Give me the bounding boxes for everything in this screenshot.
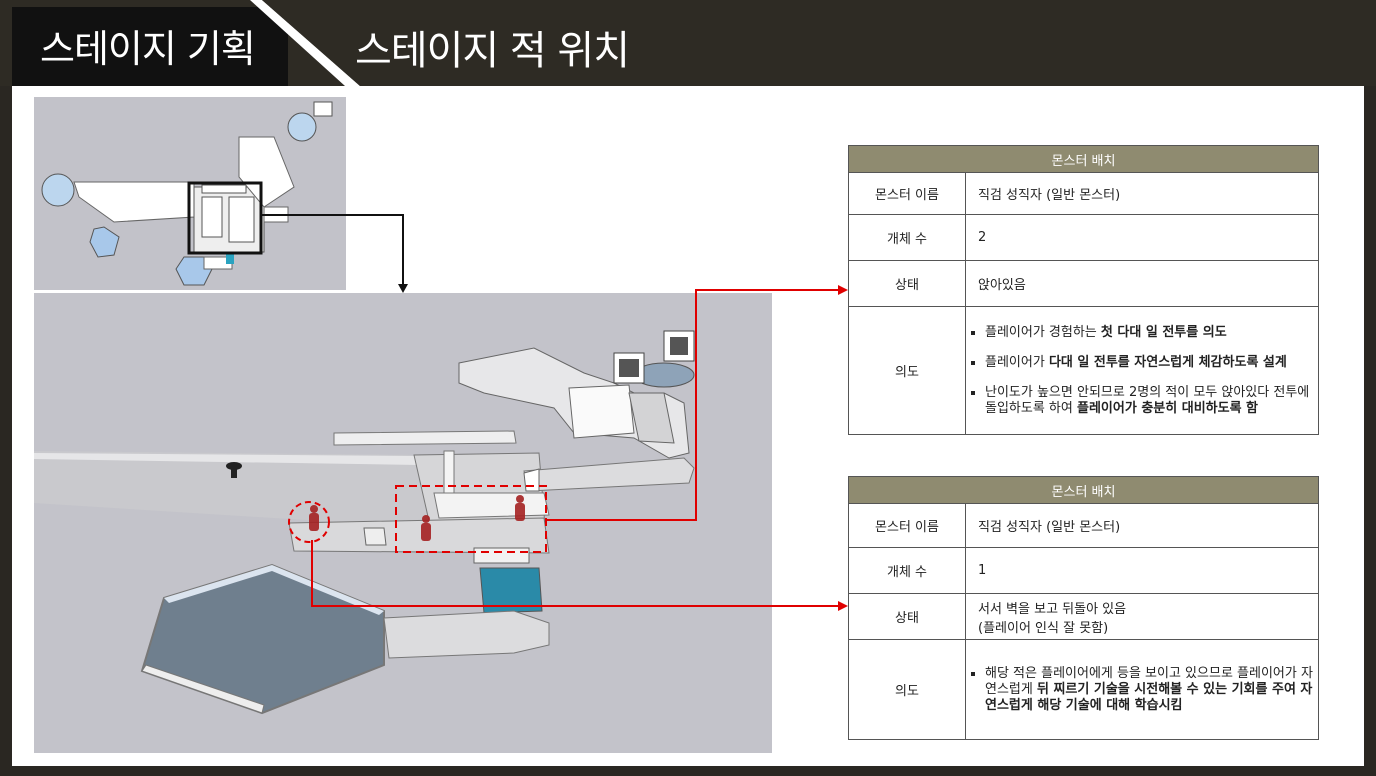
name-value: 직검 성직자 (일반 몬스터) bbox=[965, 503, 1319, 548]
intent-list: 해당 적은 플레이어에게 등을 보이고 있으므로 플레이어가 자연스럽게 뒤 찌… bbox=[965, 639, 1319, 740]
count-value: 1 bbox=[965, 547, 1319, 594]
name-label: 몬스터 이름 bbox=[848, 172, 966, 215]
name-label: 몬스터 이름 bbox=[848, 503, 966, 548]
state-value: 앉아있음 bbox=[965, 260, 1319, 307]
header-divider-slash bbox=[250, 0, 360, 86]
intent-list: 플레이어가 경험하는 첫 다대 일 전투를 의도 플레이어가 다대 일 전투를 … bbox=[965, 306, 1319, 435]
page-title: 스테이지 기획 bbox=[40, 27, 256, 71]
intent-label: 의도 bbox=[848, 306, 966, 435]
intent-item: 플레이어가 경험하는 첫 다대 일 전투를 의도 bbox=[985, 325, 1317, 341]
state-value: 서서 벽을 보고 뒤돌아 있음 (플레이어 인식 잘 못함) bbox=[965, 593, 1319, 640]
page-subtitle: 스테이지 적 위치 bbox=[355, 28, 630, 74]
stage-3d-view bbox=[34, 293, 772, 753]
stage-minimap bbox=[34, 97, 346, 290]
monster-table-2: 몬스터 배치 몬스터 이름 직검 성직자 (일반 몬스터) 개체 수 1 상태 … bbox=[848, 476, 1319, 740]
intent-label: 의도 bbox=[848, 639, 966, 740]
table-heading: 몬스터 배치 bbox=[848, 476, 1319, 504]
name-value: 직검 성직자 (일반 몬스터) bbox=[965, 172, 1319, 215]
state-label: 상태 bbox=[848, 260, 966, 307]
state-label: 상태 bbox=[848, 593, 966, 640]
table-heading: 몬스터 배치 bbox=[848, 145, 1319, 173]
header-bar: 스테이지 기획 스테이지 적 위치 bbox=[0, 0, 1376, 86]
count-value: 2 bbox=[965, 214, 1319, 261]
intent-item: 난이도가 높으면 안되므로 2명의 적이 모두 앉아있다 전투에 돌입하도록 하… bbox=[985, 385, 1317, 417]
intent-item: 플레이어가 다대 일 전투를 자연스럽게 체감하도록 설계 bbox=[985, 355, 1317, 371]
count-label: 개체 수 bbox=[848, 214, 966, 261]
intent-item: 해당 적은 플레이어에게 등을 보이고 있으므로 플레이어가 자연스럽게 뒤 찌… bbox=[985, 666, 1317, 714]
monster-table-1: 몬스터 배치 몬스터 이름 직검 성직자 (일반 몬스터) 개체 수 2 상태 … bbox=[848, 145, 1319, 435]
count-label: 개체 수 bbox=[848, 547, 966, 594]
header-title-block bbox=[12, 7, 288, 86]
